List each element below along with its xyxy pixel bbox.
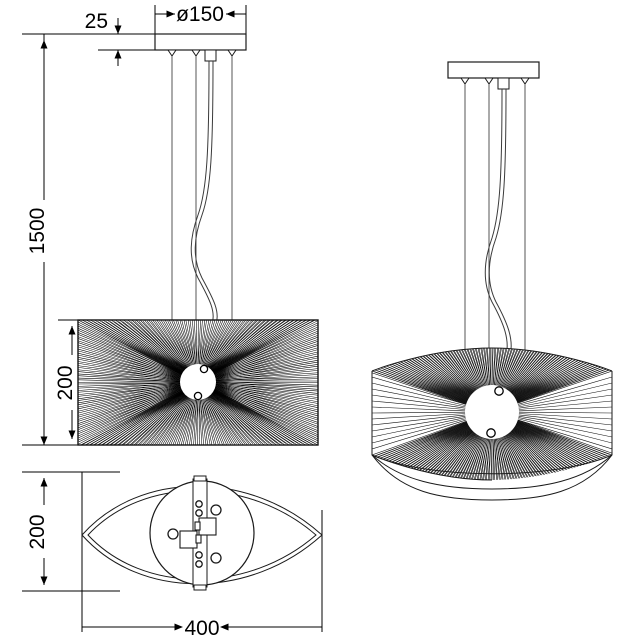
dim-label-shade-width: 400 [184,617,219,640]
power-cable-3d [484,88,512,357]
perspective-view [371,61,613,501]
dim-label-shade-depth: 200 [26,514,49,549]
ceiling-canopy-front [154,33,247,62]
power-cable-front [190,60,218,325]
front-shade-rays [78,320,318,445]
lamp-socket-lower [179,530,202,549]
ceiling-canopy-3d [447,61,540,90]
lamp-socket-upper [194,517,217,536]
suspension-wires-front [171,56,233,324]
bottom-plan-view [81,475,323,591]
dim-label-shade-height: 200 [54,365,77,400]
front-view-shade [77,319,319,446]
dimension-total-drop: 1500 [22,33,98,446]
dimension-canopy-height: 25 [85,10,155,66]
dimension-shade-height: 200 [54,319,78,446]
dimension-shade-depth: 200 [22,471,120,592]
dim-label-canopy-diameter: ø150 [176,3,224,26]
suspension-wires-3d [464,84,526,358]
dim-label-canopy-height: 25 [85,10,108,33]
dimension-canopy-diameter: ø150 [154,3,247,35]
dim-label-total-drop: 1500 [26,208,49,255]
dimension-shade-width: 400 [81,472,323,640]
perspective-shade-rays [372,348,612,480]
